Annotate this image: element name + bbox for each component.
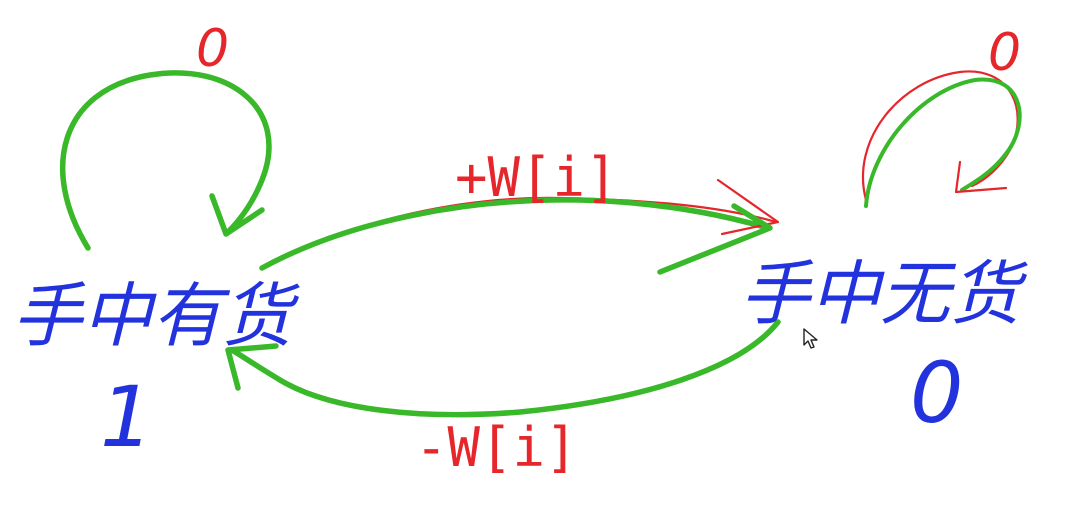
left-state-value: 1: [100, 368, 153, 466]
right-state-value: 0: [910, 344, 963, 442]
top-transition-label: +W[i]: [455, 146, 618, 209]
mouse-pointer-icon: [803, 328, 818, 349]
bottom-transition-arrow: [225, 319, 781, 418]
right-state-label: 手中无货: [740, 253, 1028, 335]
right-self-loop: [861, 70, 1022, 208]
bottom-transition-label: -W[i]: [415, 416, 578, 479]
right-self-loop-label: 0: [988, 23, 1021, 83]
left-self-loop: [59, 70, 272, 251]
left-self-loop-label: 0: [196, 19, 229, 79]
top-transition-arrow: [259, 178, 780, 275]
left-state-label: 手中有货: [12, 275, 300, 357]
